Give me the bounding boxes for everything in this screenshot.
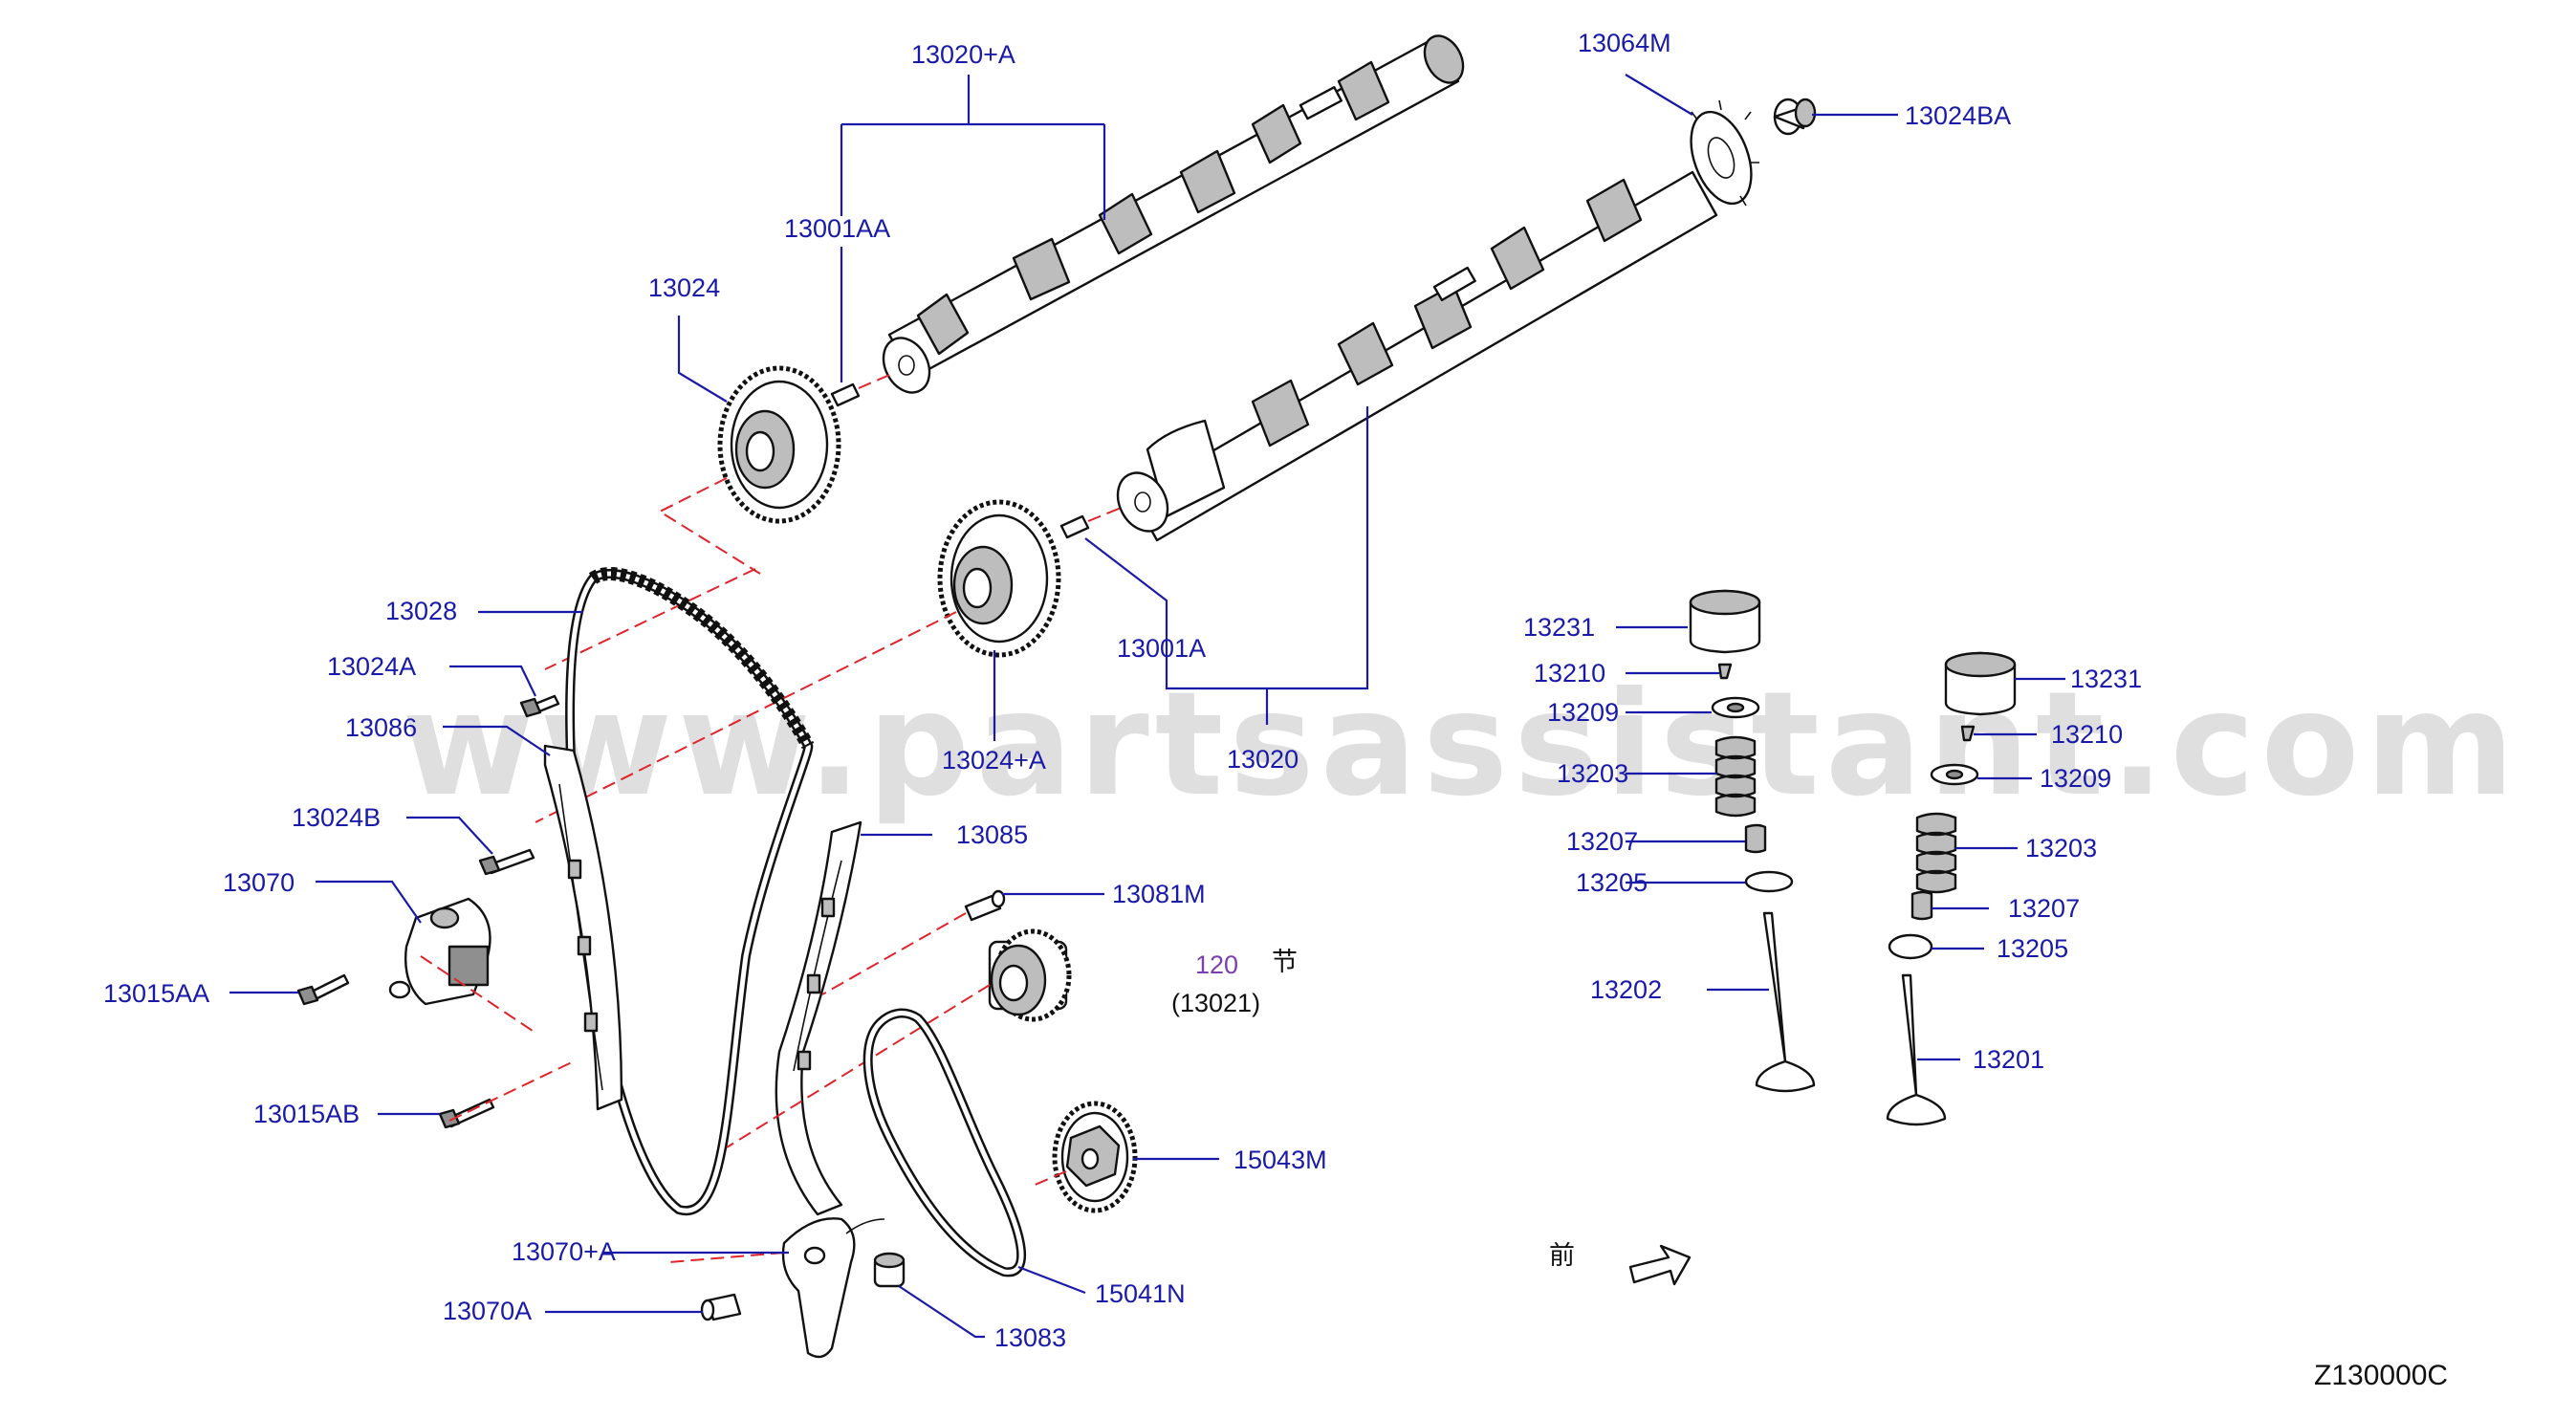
label-13001A: 13001A — [1117, 634, 1206, 663]
label-13024A: 13024A — [327, 652, 416, 681]
section-sub: (13021) — [1171, 989, 1260, 1017]
label-13205-left: 13205 — [1576, 868, 1648, 897]
label-13024B: 13024B — [292, 803, 381, 832]
camshaft-plug — [1773, 98, 1817, 136]
label-13202: 13202 — [1590, 975, 1662, 1004]
camshaft-upper — [882, 34, 1465, 394]
label-13203-left: 13203 — [1557, 759, 1628, 788]
oil-pump-chain — [862, 1008, 1027, 1277]
label-13083: 13083 — [994, 1323, 1066, 1352]
label-13020: 13020 — [1227, 745, 1299, 774]
bolt-13024A — [519, 694, 560, 718]
label-13024: 13024 — [648, 273, 720, 302]
label-13207-right: 13207 — [2008, 894, 2080, 923]
slack-guide — [543, 744, 623, 1111]
label-13020A: 13020+A — [911, 40, 1015, 69]
section-number: 120 — [1195, 950, 1238, 979]
label-13081M: 13081M — [1112, 880, 1206, 908]
label-13210-left: 13210 — [1534, 659, 1605, 688]
label-13210-right: 13210 — [2051, 720, 2123, 749]
bolt-13024B — [478, 848, 535, 876]
oil-pump-tensioner — [781, 1217, 885, 1359]
section-char: 节 — [1272, 948, 1298, 976]
bolt-13015AA — [296, 973, 350, 1006]
label-13209-right: 13209 — [2040, 764, 2111, 793]
label-13086: 13086 — [345, 713, 417, 742]
camshaft-lower — [1116, 170, 1718, 542]
label-13024BA: 13024BA — [1905, 101, 2011, 130]
diagram-code: Z130000C — [2314, 1360, 2448, 1391]
front-direction-label: 前 — [1549, 1241, 1575, 1270]
valve-train-intake — [1689, 589, 1816, 1093]
label-13205-right: 13205 — [1997, 934, 2068, 963]
valve-train-exhaust — [1886, 651, 2017, 1126]
front-direction-arrow — [1628, 1244, 1692, 1286]
camshaft-sprocket-lower — [937, 499, 1061, 658]
label-13015AA: 13015AA — [103, 979, 209, 1008]
label-13070A: 13070A — [443, 1297, 532, 1325]
tensioner-pin — [700, 1293, 742, 1321]
signal-plate — [1690, 99, 1759, 207]
label-13024A-plus: 13024+A — [942, 746, 1046, 775]
label-13028: 13028 — [385, 597, 457, 625]
label-13070A-plus: 13070+A — [512, 1237, 616, 1266]
label-13203-right: 13203 — [2025, 834, 2097, 862]
dowel-pin-upper — [830, 382, 861, 407]
label-13085: 13085 — [956, 820, 1028, 849]
label-13015AB: 13015AB — [253, 1100, 360, 1128]
oil-pump-sprocket — [1052, 1101, 1138, 1213]
label-15043M: 15043M — [1233, 1146, 1327, 1174]
label-15041N: 15041N — [1095, 1279, 1186, 1308]
part-labels: 13020+A 13064M 13024BA 13001AA 13024 130… — [103, 29, 2448, 1391]
label-13064M: 13064M — [1578, 29, 1671, 57]
camshaft-sprocket-upper — [717, 365, 841, 524]
label-13209-left: 13209 — [1547, 698, 1619, 727]
leader-lines — [229, 74, 2065, 1339]
label-13201: 13201 — [1973, 1045, 2044, 1074]
label-13231-right: 13231 — [2070, 665, 2142, 693]
pivot-pin — [964, 889, 1006, 922]
label-13231-left: 13231 — [1523, 613, 1595, 642]
crankshaft-sprocket — [988, 928, 1072, 1022]
label-13207-left: 13207 — [1566, 827, 1638, 856]
bolt-13015AB — [438, 1098, 495, 1129]
chain-tensioner — [388, 897, 491, 1006]
label-13070: 13070 — [223, 868, 295, 897]
spacer-13083 — [873, 1252, 906, 1288]
label-13001AA: 13001AA — [784, 214, 890, 243]
tension-guide — [775, 820, 862, 1216]
dowel-pin-lower — [1059, 514, 1090, 539]
watermark: www.partsassistant.com — [402, 662, 2521, 828]
